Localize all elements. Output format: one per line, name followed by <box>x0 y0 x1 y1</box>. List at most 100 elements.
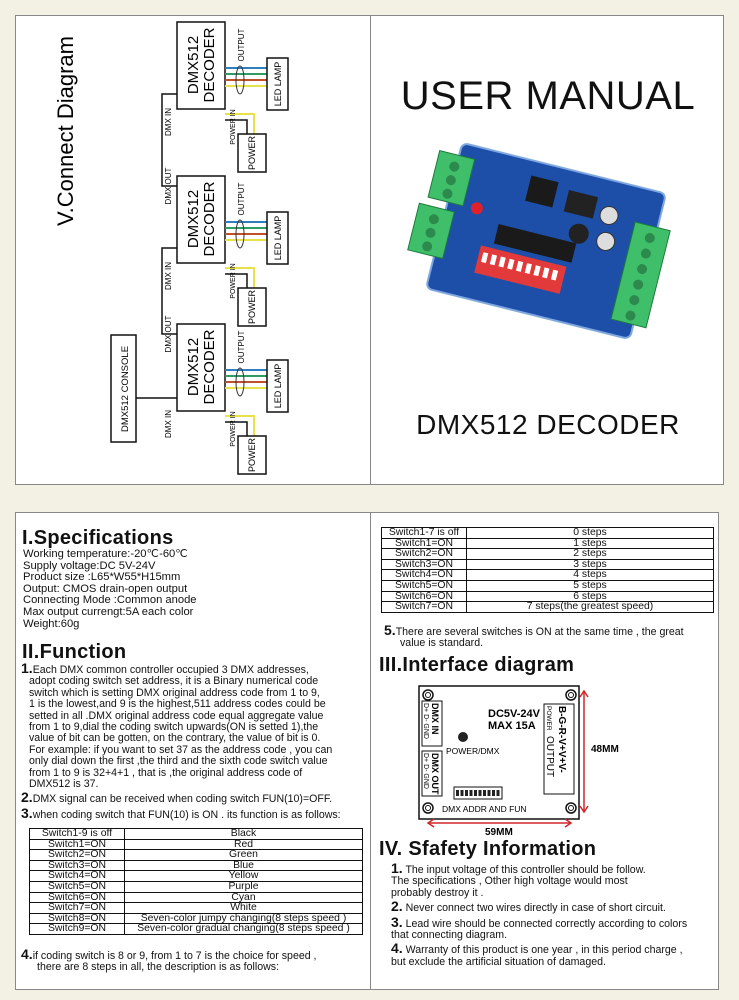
decoder-box <box>176 323 226 412</box>
decoder-label: DECODER <box>201 329 218 404</box>
item-text: that connecting diagram. <box>391 929 508 942</box>
product-name: DMX512 DECODER <box>416 409 680 440</box>
item-text: if coding switch is 8 or 9, from 1 to 7 … <box>32 950 317 962</box>
switch-cell: Switch2=ON <box>29 849 125 861</box>
numbered-item: 2.DMX signal can be received when coding… <box>21 790 371 805</box>
dimension-arrows <box>579 689 589 814</box>
item-line: setted in all .DMX original address code… <box>21 710 371 722</box>
mounting-hole <box>565 689 577 701</box>
switch-cell: Switch7=ON <box>29 902 125 914</box>
item-text: only dial down the first ,the third and … <box>29 755 328 768</box>
spec-line: Product size :L65*W55*H15mm <box>23 571 181 584</box>
switch-cell: Switch8=ON <box>29 912 125 925</box>
dip-switch-key <box>492 790 495 796</box>
power-wire <box>225 421 248 436</box>
result-cell: Seven-color jumpy changing(8 steps speed… <box>124 912 363 925</box>
dmx-in-label: DMX IN <box>164 108 173 136</box>
dip-switch-key <box>456 790 459 796</box>
mounting-hole <box>568 692 574 698</box>
result-cell: 6 steps <box>466 590 714 603</box>
dip-switch-key <box>487 790 491 796</box>
item-line: from 1 to 9,dial the coding switch upwar… <box>21 721 371 733</box>
numbered-item: 1. The input voltage of this controller … <box>391 860 719 899</box>
decoder-label: DMX512 <box>185 338 202 396</box>
cover-panel: USER MANUAL DMX512 DECODER <box>370 15 724 485</box>
dmx-out-pins: D+ D- GND <box>422 753 429 789</box>
cable-bundle <box>235 367 245 397</box>
result-cell: White <box>124 902 363 914</box>
mounting-hole <box>422 689 434 701</box>
item-text: from 1 to 9 is 32+4+1 , that is ,the ori… <box>29 766 303 779</box>
decoder-box <box>176 175 226 264</box>
item-text: value is standard. <box>400 637 484 650</box>
terminal-block <box>610 221 671 329</box>
spec-line: Output: CMOS drain-open output <box>23 582 188 595</box>
switch-cell: Switch1-9 is off <box>29 828 125 840</box>
dimension-arrows <box>426 818 573 828</box>
item-line: adopt coding switch set address, it is a… <box>21 676 371 687</box>
switch-cell: Switch7=ON <box>381 601 467 613</box>
item-line: only dial down the first ,the third and … <box>21 756 371 767</box>
item-line: but exclude the artificial situation of … <box>391 956 719 968</box>
led-lamp-box <box>266 57 289 111</box>
item-number: 1. <box>391 860 403 876</box>
switch-cell: Switch4=ON <box>381 569 467 581</box>
dmx-chain-wire <box>161 93 177 187</box>
power-dmx-label: POWER/DMX <box>446 746 500 756</box>
item-text: The input voltage of this controller sho… <box>402 864 646 876</box>
item-line: 1 is the lowest,and 9 is the highest,511… <box>21 699 371 710</box>
result-cell: 5 steps <box>466 579 714 592</box>
item-text: DMX512 is 37. <box>29 778 99 791</box>
power-box <box>237 435 267 475</box>
power-label: POWER <box>247 438 257 473</box>
switch-cell: Switch5=ON <box>29 880 125 893</box>
power-wire <box>225 119 248 134</box>
switch-cell: Switch4=ON <box>29 870 125 882</box>
switch-cell: Switch1=ON <box>381 537 467 550</box>
output-label: OUTPUT <box>544 736 555 777</box>
item-line: from 1 to 9 is 32+4+1 , that is ,the ori… <box>21 766 371 779</box>
result-cell: Purple <box>124 880 363 893</box>
item-line: that connecting diagram. <box>391 929 719 942</box>
item-text: there are 8 steps in all, the descriptio… <box>37 961 280 974</box>
output-label: OUTPUT <box>237 28 246 61</box>
mounting-hole <box>425 805 431 811</box>
height-label: 48MM <box>591 744 619 755</box>
numbered-item: 4.if coding switch is 8 or 9, from 1 to … <box>21 947 317 974</box>
item-line: DMX512 is 37. <box>21 778 371 791</box>
dmx-out-connector <box>421 750 443 797</box>
result-cell: Green <box>124 849 363 861</box>
led-lamp-label: LED LAMP <box>273 216 283 261</box>
item-line: The specifications , Other high voltage … <box>391 876 719 887</box>
item-text: There are several switches is ON at the … <box>395 626 684 638</box>
switch-cell: Switch1-7 is off <box>381 527 467 539</box>
item-line: 2.DMX signal can be received when coding… <box>21 790 371 805</box>
result-cell: 3 steps <box>466 558 714 571</box>
led-lamp-box <box>266 359 289 413</box>
switch-cell: Switch9=ON <box>29 923 125 935</box>
spec-line: Connecting Mode :Common anode <box>23 594 197 607</box>
power-label: POWER <box>545 706 552 731</box>
specs-function-panel: I.Specifications Working temperature:-20… <box>15 512 371 990</box>
dip-switch-key <box>465 790 468 796</box>
decoder-label: DECODER <box>201 27 218 102</box>
power-led <box>470 202 483 215</box>
dip-switch-key <box>483 790 486 796</box>
item-line: value of bit can be gotten, on the contr… <box>21 733 371 744</box>
function-heading: II.Function <box>22 641 127 663</box>
cable-bundle <box>235 219 245 249</box>
result-cell: Cyan <box>124 891 363 904</box>
led-lamp-box <box>266 211 289 265</box>
